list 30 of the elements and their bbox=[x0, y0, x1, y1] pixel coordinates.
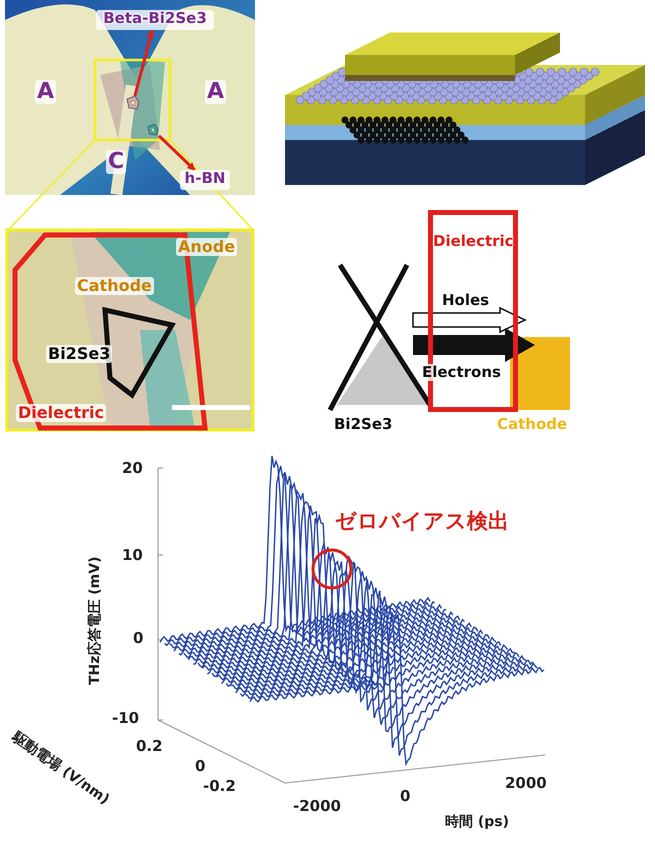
axis-tick-label: 10 bbox=[122, 547, 143, 564]
callout-label: Beta-Bi2Se3 bbox=[96, 10, 214, 30]
region-label: C bbox=[106, 150, 126, 174]
annotation-text: ゼロバイアス検出 bbox=[335, 510, 509, 534]
part-label: Bi2Se3 bbox=[332, 416, 394, 432]
region-label: Cathode bbox=[75, 277, 154, 295]
leader-arrow bbox=[158, 134, 196, 172]
flake-region bbox=[126, 96, 140, 110]
arrow-label: Electrons bbox=[420, 364, 503, 380]
region-label: A bbox=[35, 80, 56, 104]
axis-tick-label: -0.2 bbox=[203, 778, 236, 794]
region-label: Bi2Se3 bbox=[46, 345, 112, 363]
axis-tick-label: 0.2 bbox=[136, 738, 163, 754]
axis-tick-label: 0 bbox=[133, 630, 144, 646]
axis-tick-label: 20 bbox=[122, 460, 143, 476]
axis-tick-label: 0 bbox=[400, 788, 410, 804]
axis-title: 時間 (ps) bbox=[445, 815, 510, 830]
axis-title: THz応答電圧 (mV) bbox=[88, 556, 104, 685]
axis-tick-label: 2000 bbox=[505, 775, 547, 792]
leader-arrow bbox=[133, 29, 154, 96]
callout-label: h-BN bbox=[180, 170, 230, 190]
flake-region bbox=[147, 124, 159, 136]
region-label: A bbox=[205, 80, 226, 104]
region-label: Dielectric bbox=[16, 404, 106, 422]
axis-tick-label: 0 bbox=[195, 758, 206, 774]
arrow-label: Holes bbox=[440, 292, 492, 308]
axis-tick-label: -2000 bbox=[293, 798, 341, 814]
region-label: Anode bbox=[176, 238, 238, 256]
part-label: Cathode bbox=[495, 416, 570, 432]
axis-tick-label: -10 bbox=[112, 710, 140, 726]
